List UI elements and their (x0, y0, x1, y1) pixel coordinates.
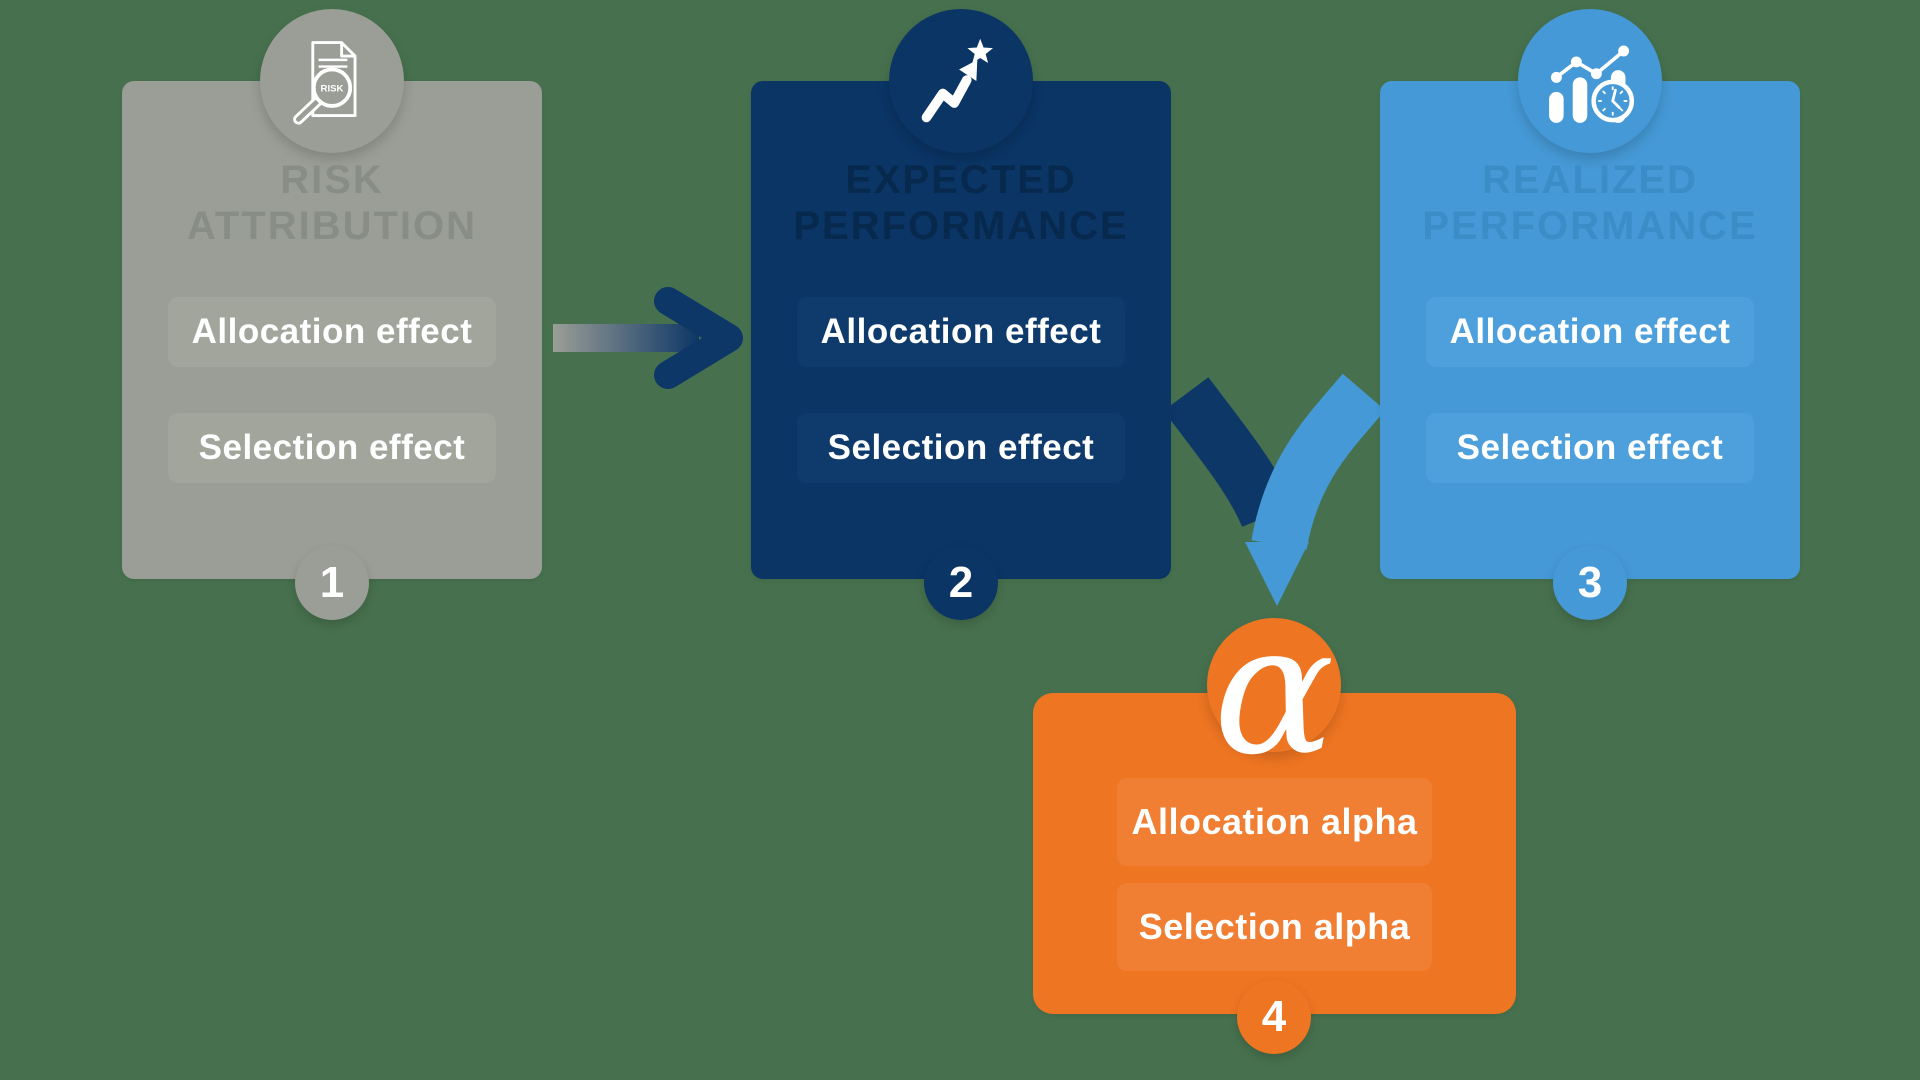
card-title: REALIZED PERFORMANCE (1422, 158, 1758, 248)
card-realized-performance: REALIZED PERFORMANCE Allocation effect S… (1380, 9, 1800, 620)
merge-arrow-blue-icon (1245, 373, 1386, 606)
effect-row: Allocation effect (797, 297, 1125, 367)
card-expected-performance: EXPECTED PERFORMANCE Allocation effect S… (751, 9, 1171, 620)
effect-row: Selection effect (797, 413, 1125, 483)
trend-arrow-star-icon (889, 9, 1033, 153)
card-alpha: α Allocation alpha Selection alpha 4 (1033, 601, 1516, 1054)
card-title: EXPECTED PERFORMANCE (793, 158, 1129, 248)
flow-arrow-icon (553, 287, 743, 389)
alpha-row: Selection alpha (1117, 883, 1432, 971)
effect-row: Allocation effect (1426, 297, 1754, 367)
bar-chart-clock-icon (1518, 9, 1662, 153)
card-title: RISK ATTRIBUTION (186, 158, 478, 248)
merge-arrow-navy-icon (1163, 377, 1294, 528)
alpha-row: Allocation alpha (1117, 778, 1432, 866)
step-badge: 3 (1553, 546, 1627, 620)
alpha-symbol: α (1213, 586, 1335, 795)
effect-row: Selection effect (1426, 413, 1754, 483)
step-badge: 4 (1237, 980, 1311, 1054)
card-risk-attribution: RISK RISK ATTRIBUTION Allocation effect … (122, 9, 542, 620)
risk-document-magnifier-icon: RISK (260, 9, 404, 153)
step-badge: 1 (295, 546, 369, 620)
svg-text:RISK: RISK (321, 84, 344, 95)
effect-row: Allocation effect (168, 297, 496, 367)
step-badge: 2 (924, 546, 998, 620)
effect-row: Selection effect (168, 413, 496, 483)
alpha-icon: α (1207, 601, 1341, 781)
